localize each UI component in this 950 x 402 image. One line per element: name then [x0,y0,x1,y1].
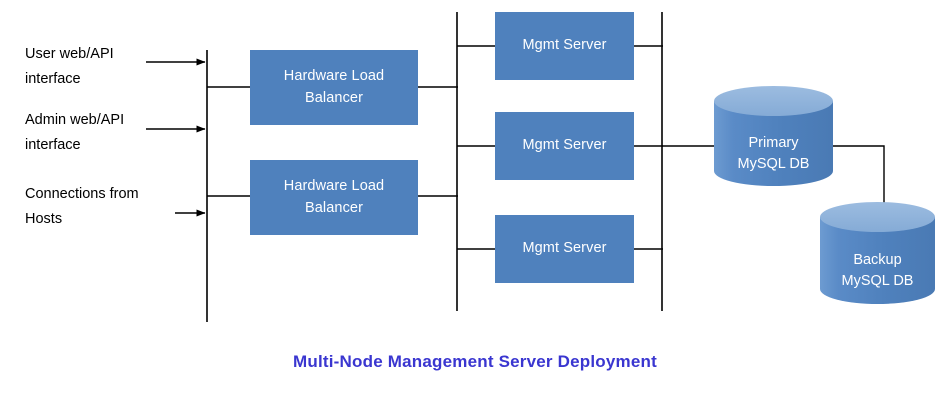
input-label-admin-web-api: Admin web/API interface [25,108,124,158]
primary-db-label-line1: Primary [748,135,799,151]
input-label-connections-from-hosts-line2: Hosts [25,210,63,227]
mgmt-server-3-label: Mgmt Server [522,240,607,257]
hardware-load-balancer-2[interactable]: Hardware Load Balancer [250,160,418,235]
hardware-load-balancer-1-line1: Hardware Load [283,68,385,85]
hardware-load-balancer-1[interactable]: Hardware Load Balancer [250,50,418,125]
input-label-user-web-api: User web/API interface [25,42,114,92]
mgmt-server-3[interactable]: Mgmt Server [495,215,634,283]
hardware-load-balancer-2-line2: Balancer [304,199,364,216]
mgmt-server-2[interactable]: Mgmt Server [495,112,634,180]
mgmt-server-1-label: Mgmt Server [522,37,607,54]
input-label-admin-web-api-line1: Admin web/API [25,112,125,128]
input-label-user-web-api-line1: User web/API [25,46,114,62]
backup-db-label[interactable]: Backup MySQL DB [820,250,935,292]
mgmt-server-1[interactable]: Mgmt Server [495,12,634,80]
primary-db-label[interactable]: Primary MySQL DB [714,133,833,175]
hardware-load-balancer-2-line1: Hardware Load [283,178,385,195]
primary-db-cylinder [714,86,833,187]
primary-db-label-line2: MySQL DB [737,156,810,173]
mgmt-server-2-label: Mgmt Server [522,137,607,154]
backup-db-label-line2: MySQL DB [841,273,914,290]
input-label-connections-from-hosts-line1: Connections from [25,186,139,202]
input-label-admin-web-api-line2: interface [25,136,81,153]
backup-db-label-line1: Backup [853,252,902,268]
hardware-load-balancer-1-line2: Balancer [304,89,364,106]
connector-primary-db-to-backup-db [833,145,885,216]
diagram-title: Multi-Node Management Server Deployment [293,352,657,371]
input-label-connections-from-hosts: Connections from Hosts [25,182,139,232]
input-label-user-web-api-line2: interface [25,70,81,87]
backup-db-cylinder [820,202,935,304]
